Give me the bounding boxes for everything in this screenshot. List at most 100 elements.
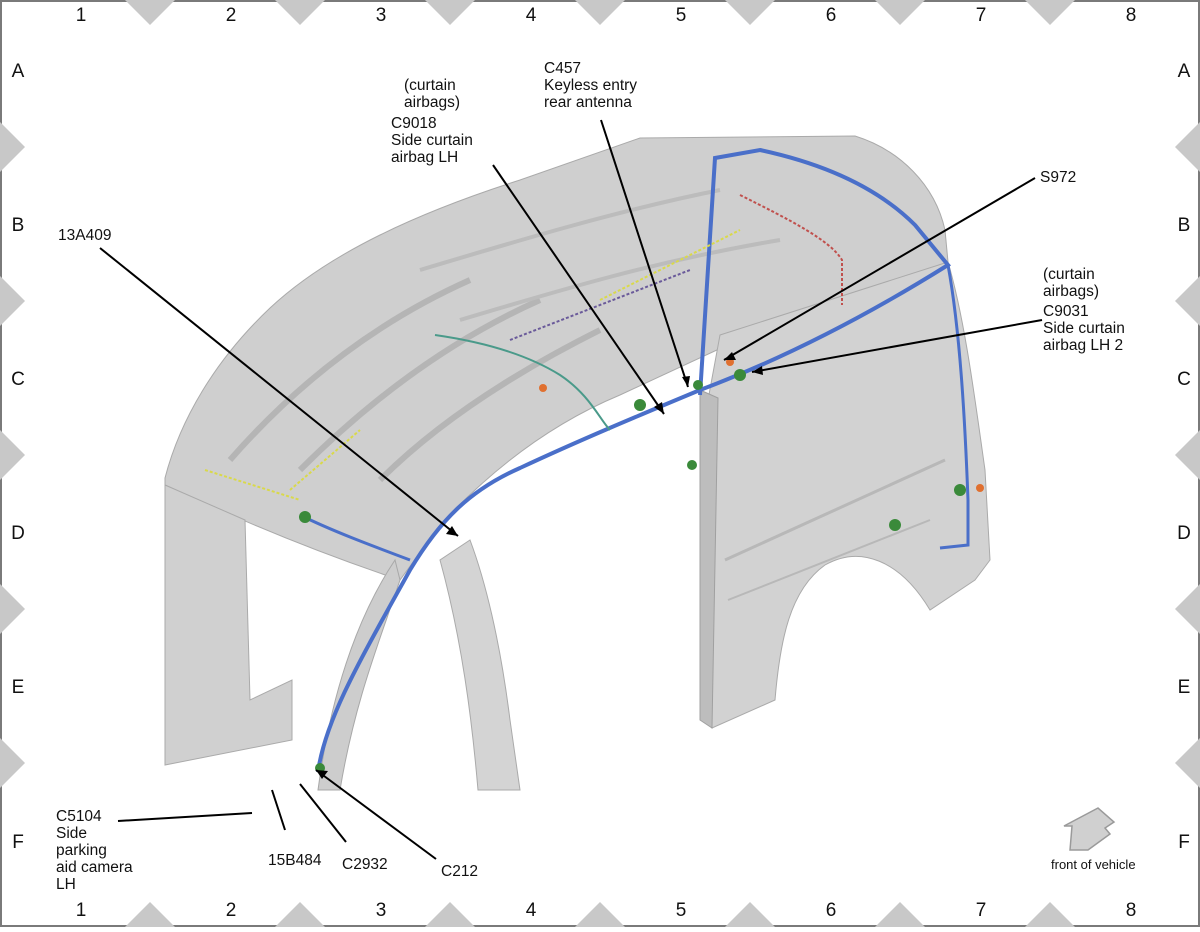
arrowhead — [682, 376, 690, 387]
grid-marker — [425, 902, 475, 927]
arrowhead — [724, 352, 736, 360]
connector — [687, 460, 697, 470]
grid-marker — [125, 902, 175, 927]
column-label: 1 — [76, 900, 87, 921]
column-label: 5 — [676, 5, 687, 26]
row-label: A — [1178, 61, 1191, 82]
callout-c9031: (curtain airbags) C9031 Side curtain air… — [1043, 266, 1129, 354]
grid-marker — [1175, 738, 1200, 788]
leader-13a409 — [99, 247, 459, 537]
row-label: A — [12, 61, 25, 82]
connector — [889, 519, 901, 531]
leader-15b484 — [271, 789, 286, 831]
arrowhead — [654, 402, 664, 414]
connector — [976, 484, 984, 492]
grid-marker — [0, 430, 25, 480]
roof-rib — [297, 297, 542, 473]
arrowheads — [316, 352, 763, 779]
callout-labels: 13A409 (curtain airbags) C9018 Side curt… — [56, 60, 1129, 893]
grid-marker — [875, 902, 925, 927]
connector — [539, 384, 547, 392]
roof-rib — [419, 188, 721, 272]
leader-c9018 — [492, 164, 665, 415]
grid-marker — [425, 0, 475, 25]
harness-yellow — [599, 229, 741, 301]
vehicle-body-illustration — [164, 135, 991, 791]
grid-marker — [275, 0, 325, 25]
front-direction-arrow-icon — [1063, 807, 1116, 851]
harness-main — [316, 147, 951, 773]
leader-c2932 — [299, 783, 347, 843]
row-label: E — [12, 677, 25, 698]
harness-yellow — [204, 429, 361, 501]
harness-red — [739, 194, 843, 305]
column-label: 6 — [826, 900, 837, 921]
column-label: 6 — [826, 5, 837, 26]
grid-marker — [0, 276, 25, 326]
wiring-harness — [204, 147, 984, 773]
a-pillar — [317, 558, 401, 791]
grid-marker — [0, 738, 25, 788]
row-label: C — [1177, 369, 1191, 390]
harness-purple — [509, 269, 691, 341]
leader-c5104 — [117, 812, 253, 822]
column-label: 5 — [676, 900, 687, 921]
grid-marker — [1025, 902, 1075, 927]
b-pillar — [439, 539, 521, 791]
connector — [693, 380, 703, 390]
connector — [634, 399, 646, 411]
column-label: 4 — [526, 900, 537, 921]
grid-marker — [1175, 276, 1200, 326]
column-label: 8 — [1126, 900, 1137, 921]
connector — [954, 484, 966, 496]
leader-c212 — [315, 769, 437, 860]
row-label: E — [1178, 677, 1191, 698]
grid-marker — [1175, 430, 1200, 480]
grid-marker — [0, 584, 25, 634]
callout-c457: C457 Keyless entry rear antenna — [544, 60, 641, 111]
row-label: D — [11, 523, 25, 544]
grid-marker — [1175, 584, 1200, 634]
c-pillar — [699, 389, 719, 729]
arrowhead — [752, 366, 763, 375]
roof-rib — [459, 238, 781, 322]
row-label: B — [1178, 215, 1191, 236]
column-label: 2 — [226, 900, 237, 921]
arrowhead — [316, 770, 328, 779]
callout-c9018: (curtain airbags) C9018 Side curtain air… — [391, 77, 477, 166]
column-label: 3 — [376, 5, 387, 26]
grid-marker — [725, 0, 775, 25]
grid-marker — [1025, 0, 1075, 25]
orientation-indicator: front of vehicle — [1051, 807, 1136, 872]
grid-marker — [0, 122, 25, 172]
column-label: 4 — [526, 5, 537, 26]
grid-marker — [1175, 122, 1200, 172]
column-label: 8 — [1126, 5, 1137, 26]
grid-marker — [575, 0, 625, 25]
callout-c212: C212 — [441, 863, 478, 880]
row-label: F — [12, 832, 24, 853]
row-label: D — [1177, 523, 1191, 544]
grid-marker — [275, 902, 325, 927]
row-label: C — [11, 369, 25, 390]
leader-lines — [99, 119, 1043, 860]
column-label: 2 — [226, 5, 237, 26]
roof-rib — [227, 277, 472, 462]
callout-s972: S972 — [1040, 169, 1076, 186]
grid-labels: 1 2 3 4 5 6 7 8 1 2 3 4 5 6 7 8 A B C D … — [11, 5, 1191, 921]
harness-rear-drop — [939, 264, 970, 550]
callout-c5104: C5104 Side parking aid camera LH — [56, 808, 137, 893]
column-label: 1 — [76, 5, 87, 26]
grid-marker — [125, 0, 175, 25]
column-label: 7 — [976, 900, 987, 921]
front-of-vehicle-label: front of vehicle — [1051, 857, 1136, 872]
panel-crease — [727, 519, 931, 601]
harness-teal — [434, 334, 611, 431]
leader-c457 — [600, 119, 689, 388]
roof-panel — [164, 135, 949, 581]
column-label: 7 — [976, 5, 987, 26]
leader-s972 — [723, 177, 1036, 361]
